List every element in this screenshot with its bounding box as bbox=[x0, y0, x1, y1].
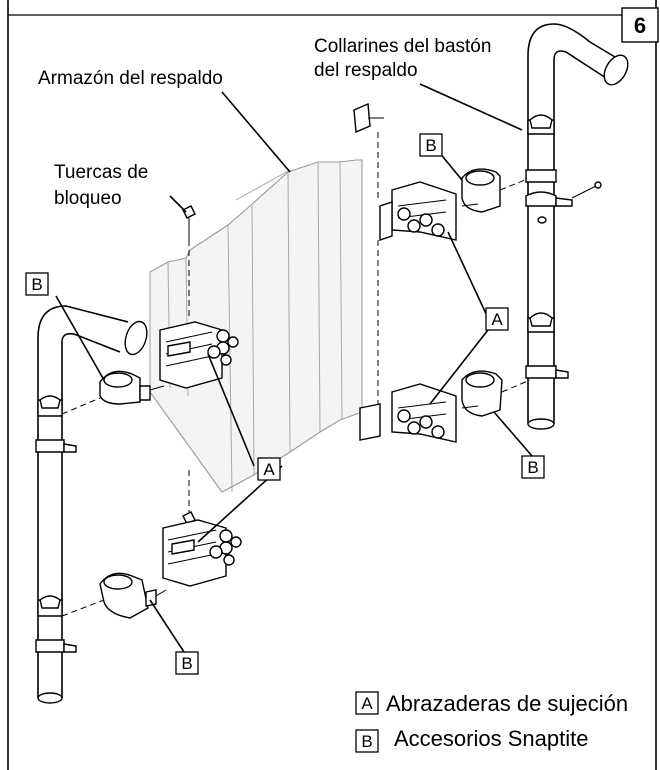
right-backrest-cane bbox=[527, 23, 629, 430]
clamp-bracket-lower-right bbox=[359, 383, 457, 443]
snaptite-fitting-left-upper bbox=[61, 370, 165, 415]
svg-text:A: A bbox=[361, 694, 373, 713]
svg-text:A: A bbox=[263, 460, 275, 479]
left-cane-collar-2 bbox=[35, 595, 77, 653]
right-cane-collar-lower bbox=[525, 312, 569, 379]
svg-text:B: B bbox=[31, 275, 42, 294]
label-collars-line2: del respaldo bbox=[314, 60, 418, 81]
svg-text:B: B bbox=[181, 654, 192, 673]
left-cane-collar-1 bbox=[35, 395, 77, 453]
figure-number-box: 6 bbox=[621, 7, 659, 43]
legend: A Abrazaderas de sujeción B Accesorios S… bbox=[355, 691, 628, 753]
clamp-bracket-lower-center bbox=[162, 519, 242, 587]
part-label-a-center: A bbox=[257, 457, 281, 481]
snaptite-fitting-right-lower bbox=[461, 370, 531, 417]
svg-text:B: B bbox=[361, 732, 372, 751]
part-label-b-bottom: B bbox=[175, 651, 199, 675]
figure-number: 6 bbox=[634, 13, 646, 38]
part-label-b-left: B bbox=[25, 272, 49, 296]
legend-item-b: B Accesorios Snaptite bbox=[355, 726, 588, 753]
part-label-b-right: B bbox=[521, 455, 545, 479]
label-collars-line1: Collarines del bastón bbox=[314, 36, 491, 57]
legend-item-a: A Abrazaderas de sujeción bbox=[355, 691, 628, 716]
top-right-bolt bbox=[353, 102, 384, 200]
label-lock-nuts-line2: bloqueo bbox=[54, 188, 122, 209]
legend-text-a: Abrazaderas de sujeción bbox=[386, 691, 628, 716]
clamp-bracket-upper-right bbox=[377, 181, 457, 405]
left-backrest-cane bbox=[37, 305, 148, 704]
label-backrest-frame: Armazón del respaldo bbox=[38, 68, 223, 89]
clamp-bracket-upper-center bbox=[159, 321, 239, 389]
part-label-a-right: A bbox=[485, 307, 509, 331]
label-lock-nuts-line1: Tuercas de bbox=[54, 162, 148, 183]
leader-lines bbox=[55, 83, 533, 653]
part-label-b-top: B bbox=[419, 133, 443, 157]
svg-text:B: B bbox=[425, 136, 436, 155]
svg-text:B: B bbox=[527, 458, 538, 477]
legend-text-b: Accesorios Snaptite bbox=[394, 726, 588, 751]
diagram-frame bbox=[7, 0, 657, 770]
snaptite-fitting-right-upper bbox=[461, 168, 531, 213]
lock-nut-top bbox=[182, 205, 196, 320]
snaptite-fitting-left-lower bbox=[61, 572, 167, 619]
right-cane-collar-upper bbox=[525, 114, 602, 224]
svg-text:A: A bbox=[491, 310, 503, 329]
